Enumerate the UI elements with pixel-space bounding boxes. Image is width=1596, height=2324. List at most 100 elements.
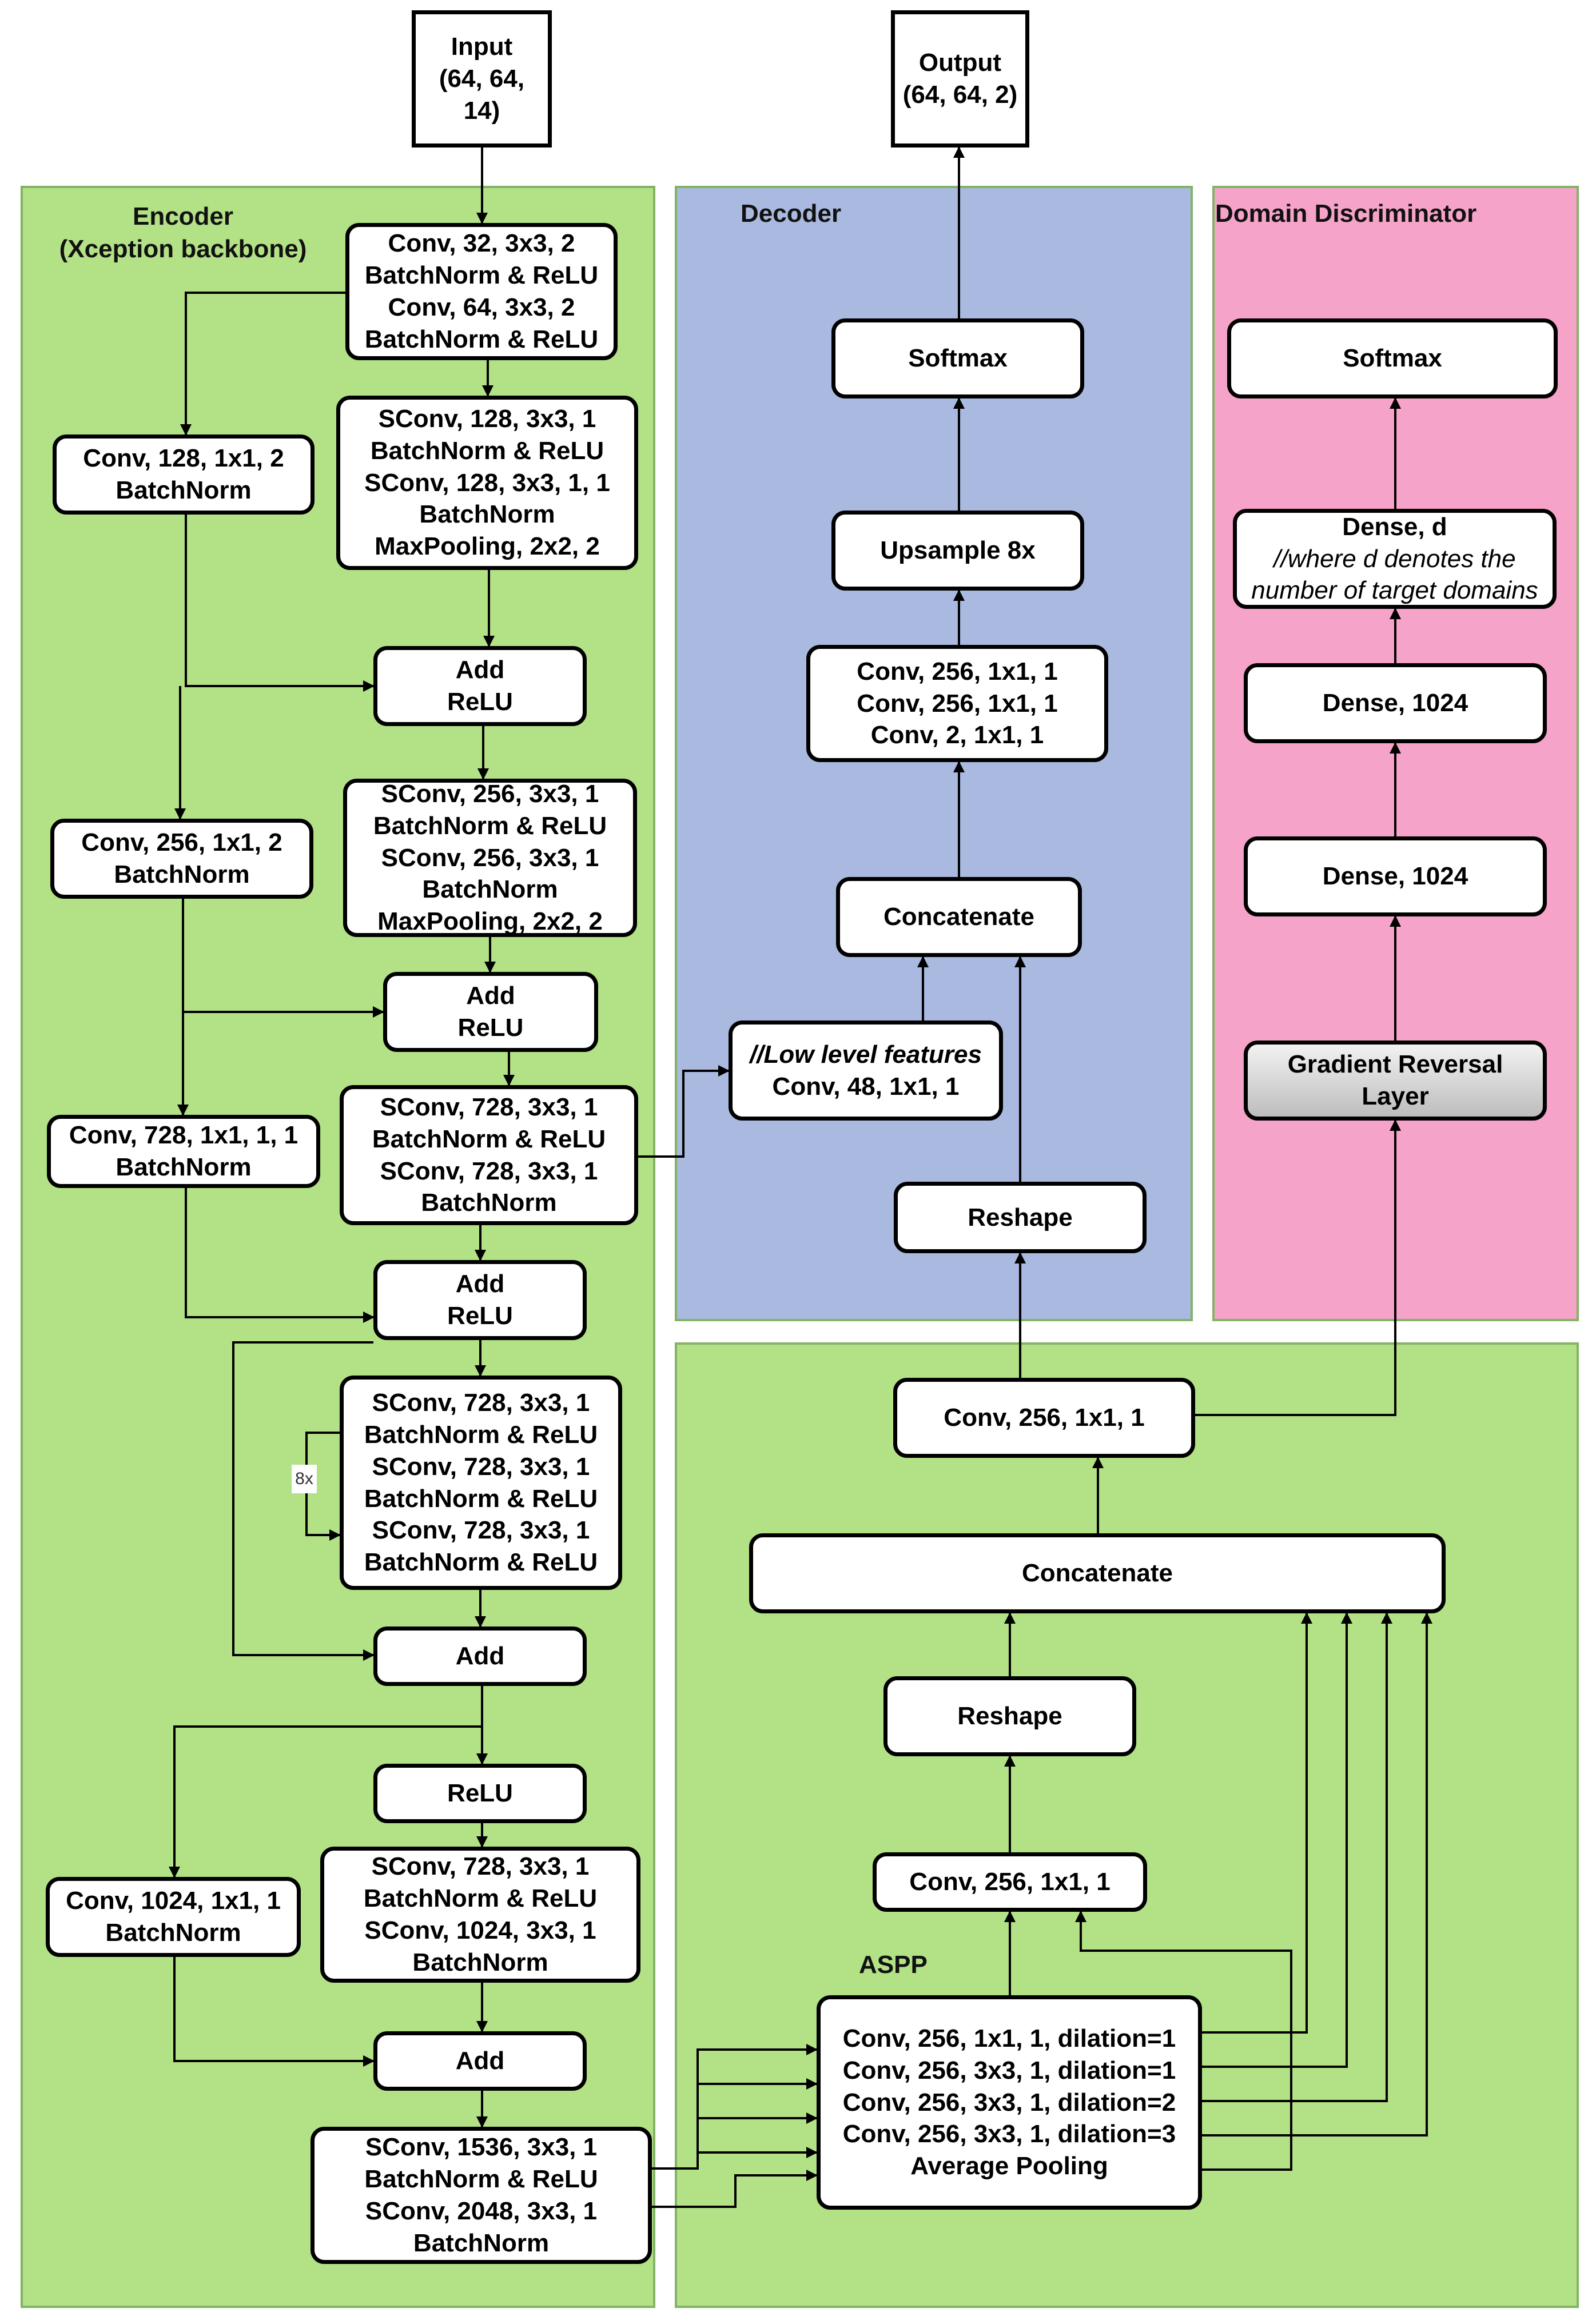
box-line: Conv, 728, 1x1, 1, 1: [69, 1121, 298, 1150]
box-line: SConv, 728, 3x3, 1: [371, 1852, 590, 1881]
add-4-box: Add: [373, 1627, 587, 1686]
decoder-conv-block: Conv, 256, 1x1, 1 Conv, 256, 1x1, 1 Conv…: [806, 645, 1108, 762]
box-line: BatchNorm & ReLU: [373, 811, 607, 840]
box-line: Reshape: [968, 1203, 1073, 1231]
exit-block-2: SConv, 1536, 3x3, 1 BatchNorm & ReLU SCo…: [311, 2127, 652, 2264]
add-relu-3-box: Add ReLU: [373, 1260, 587, 1340]
connector-arrow: [232, 1341, 375, 1661]
decoder-softmax-box: Softmax: [831, 318, 1084, 398]
encoder-label-line: Encoder: [132, 202, 234, 230]
exit-block-1: SConv, 728, 3x3, 1 BatchNorm & ReLU SCon…: [320, 1847, 640, 1983]
box-line: SConv, 728, 3x3, 1: [372, 1388, 590, 1417]
box-line: BatchNorm & ReLU: [364, 1420, 598, 1449]
box-line: BatchNorm: [422, 875, 558, 904]
box-line: SConv, 128, 3x3, 1, 1: [364, 468, 610, 497]
box-line: ReLU: [457, 1014, 524, 1042]
box-line: Dense, d: [1342, 512, 1447, 541]
aspp-branches-box: Conv, 256, 1x1, 1, dilation=1 Conv, 256,…: [817, 1995, 1202, 2210]
box-line: Reshape: [957, 1702, 1062, 1731]
box-line: BatchNorm & ReLU: [364, 1484, 598, 1513]
box-line: BatchNorm & ReLU: [370, 436, 604, 465]
box-line: Conv, 256, 1x1, 1: [857, 689, 1058, 717]
box-line: BatchNorm: [419, 500, 555, 529]
box-line: SConv, 1024, 3x3, 1: [364, 1916, 596, 1944]
connector-arrow: [1202, 1612, 1392, 2102]
aspp-output-conv-box: Conv, 256, 1x1, 1: [893, 1378, 1195, 1458]
box-line: Conv, 2, 1x1, 1: [870, 721, 1044, 750]
connector-arrow: [652, 2170, 818, 2208]
connector-arrow: [638, 1065, 730, 1158]
box-line: Conv, 256, 3x3, 1, dilation=2: [842, 2088, 1176, 2116]
box-line: BatchNorm & ReLU: [364, 325, 599, 353]
aspp-concatenate-box: Concatenate: [749, 1533, 1446, 1613]
box-line: BatchNorm & ReLU: [364, 2165, 598, 2194]
box-line: SConv, 128, 3x3, 1: [378, 404, 596, 433]
box-line: BatchNorm: [412, 1948, 548, 1976]
box-line: SConv, 256, 3x3, 1: [381, 779, 599, 808]
box-line: Conv, 48, 1x1, 1: [772, 1072, 960, 1101]
box-line: SConv, 728, 3x3, 1: [372, 1452, 590, 1481]
box-line: Dense, 1024: [1322, 689, 1468, 717]
connector-arrow: [185, 1188, 375, 1323]
box-line: Conv, 256, 1x1, 1: [909, 1868, 1111, 1896]
box-line: SConv, 256, 3x3, 1: [381, 843, 599, 872]
low-level-features-box: //Low level features Conv, 48, 1x1, 1: [729, 1021, 1003, 1121]
box-line: BatchNorm & ReLU: [364, 1548, 598, 1577]
aspp-reshape-box: Reshape: [883, 1676, 1136, 1756]
dense-1024-b-box: Dense, 1024: [1244, 663, 1547, 743]
connector-arrow: [1202, 1612, 1432, 2136]
box-line: Add: [455, 656, 505, 684]
box-line: BatchNorm & ReLU: [363, 1884, 598, 1913]
discriminator-label: Domain Discriminator: [1215, 200, 1477, 228]
box-line: BatchNorm: [114, 860, 250, 888]
box-line: Conv, 256, 1x1, 1: [944, 1404, 1145, 1432]
discriminator-softmax-box: Softmax: [1227, 318, 1558, 398]
decoder-label: Decoder: [741, 200, 842, 228]
box-line: (64, 64, 2): [902, 81, 1018, 109]
box-line: Conv, 256, 1x1, 1: [857, 657, 1058, 685]
box-line: (64, 64,: [439, 65, 525, 93]
skip-conv-1024-box: Conv, 1024, 1x1, 1 BatchNorm: [46, 1877, 301, 1957]
encoder-label: Encoder (Xception backbone): [46, 200, 320, 265]
aspp-label: ASPP: [859, 1951, 928, 1979]
box-line: Add: [455, 2047, 505, 2075]
box-line: Conv, 32, 3x3, 2: [388, 229, 575, 258]
connector-arrow: [173, 1957, 375, 2067]
box-line: Conv, 128, 1x1, 2: [83, 444, 284, 473]
box-line: MaxPooling, 2x2, 2: [377, 907, 603, 936]
box-line: BatchNorm & ReLU: [364, 261, 599, 290]
box-line: number of target domains: [1251, 576, 1538, 605]
skip-conv-728-box: Conv, 728, 1x1, 1, 1 BatchNorm: [47, 1115, 320, 1188]
box-line: SConv, 1536, 3x3, 1: [365, 2133, 598, 2162]
box-line: BatchNorm: [116, 476, 252, 504]
box-line: ReLU: [447, 688, 513, 716]
box-line: Conv, 1024, 1x1, 1: [66, 1887, 281, 1915]
middle-flow-block: SConv, 728, 3x3, 1 BatchNorm & ReLU SCon…: [340, 1376, 622, 1590]
dense-1024-a-box: Dense, 1024: [1244, 836, 1547, 916]
connector-arrow: [1202, 1612, 1352, 2068]
box-line: Layer: [1362, 1082, 1429, 1110]
dense-d-box: Dense, d //where d denotes the number of…: [1233, 509, 1557, 609]
add-5-box: Add: [373, 2031, 587, 2091]
box-line: //where d denotes the: [1273, 544, 1516, 573]
decoder-concatenate-box: Concatenate: [836, 877, 1082, 957]
box-line: Conv, 256, 3x3, 1, dilation=1: [842, 2056, 1176, 2084]
gradient-reversal-box: Gradient Reversal Layer: [1244, 1041, 1547, 1121]
connector-arrow: [185, 515, 375, 692]
box-line: SConv, 2048, 3x3, 1: [365, 2197, 598, 2225]
add-relu-1-box: Add ReLU: [373, 646, 587, 726]
encoder-label-line: (Xception backbone): [59, 235, 307, 264]
box-line: Concatenate: [883, 903, 1035, 931]
entry-conv-box: Conv, 32, 3x3, 2 BatchNorm & ReLU Conv, …: [345, 223, 618, 360]
box-line: Add: [455, 1642, 505, 1671]
box-line: BatchNorm & ReLU: [372, 1125, 606, 1153]
skip-conv-256-box: Conv, 256, 1x1, 2 BatchNorm: [50, 819, 313, 899]
box-line: SConv, 728, 3x3, 1: [380, 1093, 598, 1121]
skip-conv-128-box: Conv, 128, 1x1, 2 BatchNorm: [53, 434, 315, 515]
box-line: Conv, 256, 1x1, 2: [81, 828, 282, 857]
connector-arrow: [180, 292, 345, 436]
sconv-256-block: SConv, 256, 3x3, 1 BatchNorm & ReLU SCon…: [343, 779, 637, 937]
upsample-box: Upsample 8x: [831, 511, 1084, 591]
